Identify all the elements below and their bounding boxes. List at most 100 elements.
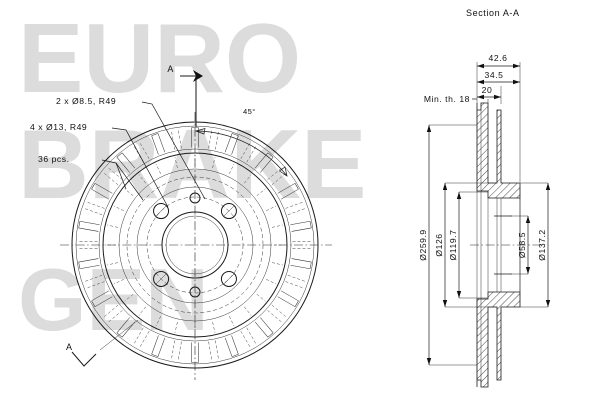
cooling-vane bbox=[290, 265, 311, 270]
vent-detail-line bbox=[271, 224, 283, 228]
cooling-vane bbox=[91, 188, 110, 200]
cooling-vane bbox=[267, 310, 283, 324]
dim-hat-offset: 34.5 bbox=[485, 70, 504, 80]
cooling-vane bbox=[133, 144, 144, 163]
vent-detail-line bbox=[174, 321, 178, 333]
vent-detail-line bbox=[212, 157, 216, 169]
cooling-vane bbox=[260, 317, 274, 334]
cooling-vane bbox=[208, 341, 213, 362]
cooling-vane bbox=[157, 133, 166, 153]
vent-detail-line bbox=[107, 262, 119, 266]
cooling-vanes-group bbox=[77, 127, 313, 363]
disc-outer-edge bbox=[71, 121, 319, 369]
vent-detail-line bbox=[229, 316, 235, 327]
cooling-vane bbox=[277, 296, 296, 307]
bolt-hole bbox=[220, 270, 237, 287]
dim-bore-dia: Ø58.5 bbox=[517, 232, 527, 258]
callout-small-holes: 2 x Ø8.5, R49 bbox=[56, 96, 116, 106]
hat-wall-circle bbox=[136, 186, 254, 304]
vent-detail-line bbox=[229, 163, 235, 174]
vent-detail-line bbox=[124, 188, 134, 196]
cooling-vane-end bbox=[116, 332, 123, 338]
min-thickness-label: Min. th. 18 bbox=[424, 94, 470, 104]
cooling-vane bbox=[133, 327, 144, 346]
vertical-dimensions: Ø259.9 Ø126 Ø119.7 Ø58.5 Ø137.2 bbox=[418, 124, 551, 366]
cooling-vane bbox=[83, 207, 103, 216]
cooling-vane bbox=[254, 321, 269, 338]
cooling-vane bbox=[94, 296, 113, 307]
cooling-vane bbox=[231, 335, 239, 355]
cooling-vane bbox=[116, 317, 130, 334]
cooling-vane bbox=[121, 152, 136, 169]
vent-detail-line bbox=[244, 174, 252, 184]
section-profile-upper bbox=[476, 102, 521, 199]
cooling-vane-end bbox=[151, 353, 159, 357]
hat-hidden-circle bbox=[126, 176, 264, 314]
cooling-vane bbox=[102, 171, 119, 186]
cooling-vane bbox=[215, 340, 219, 361]
small-hole-bottom bbox=[189, 286, 201, 298]
cooling-vane bbox=[224, 337, 233, 357]
cooling-vane-end bbox=[309, 262, 312, 269]
vent-detail-line bbox=[266, 279, 277, 285]
cooling-vane bbox=[83, 274, 103, 283]
cooling-vane bbox=[151, 335, 159, 355]
small-holes bbox=[189, 192, 201, 298]
cooling-vane bbox=[240, 331, 252, 349]
dim-inner-step: 20 bbox=[482, 85, 493, 95]
cooling-vane bbox=[94, 183, 113, 194]
angle-label: 45° bbox=[243, 107, 256, 116]
callout-leaders bbox=[101, 101, 206, 208]
cooling-vane bbox=[107, 310, 123, 324]
front-view-disc bbox=[60, 112, 332, 380]
bolt-hole-mark bbox=[223, 205, 235, 217]
cooling-vane bbox=[171, 129, 175, 150]
cooling-vane bbox=[280, 290, 299, 302]
dim-flange-dia: Ø137.2 bbox=[537, 229, 547, 261]
callout-bolt-holes: 4 x Ø13, R49 bbox=[30, 122, 87, 132]
section-mark-label-bottom: A bbox=[66, 342, 73, 352]
vent-detail-line bbox=[113, 205, 124, 211]
hat-outer-circle bbox=[118, 168, 272, 322]
bolt-hole bbox=[220, 203, 237, 220]
vent-detail-line bbox=[107, 224, 119, 228]
cooling-vane bbox=[151, 135, 159, 155]
cooling-vane bbox=[285, 281, 305, 289]
vent-detail-line bbox=[244, 306, 252, 316]
dim-overall-width: 42.6 bbox=[489, 53, 508, 63]
cooling-vane bbox=[267, 166, 283, 180]
cooling-vane bbox=[78, 258, 99, 263]
cooling-vane bbox=[116, 156, 130, 173]
cooling-vane bbox=[177, 128, 182, 149]
cooling-vane bbox=[277, 183, 296, 194]
bolt-hole bbox=[153, 203, 170, 220]
vent-detail-line bbox=[271, 262, 283, 266]
cooling-vane bbox=[280, 188, 299, 200]
section-profile-lower bbox=[476, 291, 521, 388]
cooling-vane-end bbox=[151, 133, 159, 137]
dim-vent-dia: Ø126 bbox=[434, 233, 444, 256]
cooling-vane bbox=[85, 281, 105, 289]
bolt-circle bbox=[146, 196, 244, 294]
cooling-vane-end bbox=[267, 152, 274, 158]
section-arrow-top bbox=[193, 70, 203, 82]
cooling-vane bbox=[287, 274, 307, 283]
angle-annotation bbox=[194, 128, 288, 177]
min-thickness-note: Min. th. 18 bbox=[424, 94, 477, 104]
vent-detail-line bbox=[256, 294, 266, 302]
cooling-vane-end bbox=[91, 183, 96, 190]
section-marker-top: A bbox=[167, 64, 203, 127]
watermark-line-3: GEN bbox=[18, 250, 209, 349]
cooling-vane bbox=[157, 337, 166, 357]
cooling-vane-end bbox=[267, 332, 274, 338]
cooling-vane bbox=[285, 201, 305, 209]
vent-detail-line bbox=[266, 205, 277, 211]
vent-detail-line bbox=[256, 188, 266, 196]
vent-detail-line bbox=[155, 316, 161, 327]
cooling-vane bbox=[102, 304, 119, 319]
cooling-vane-end bbox=[309, 221, 312, 228]
cooling-vane bbox=[291, 258, 312, 263]
bolt-hole-mark bbox=[155, 205, 167, 217]
